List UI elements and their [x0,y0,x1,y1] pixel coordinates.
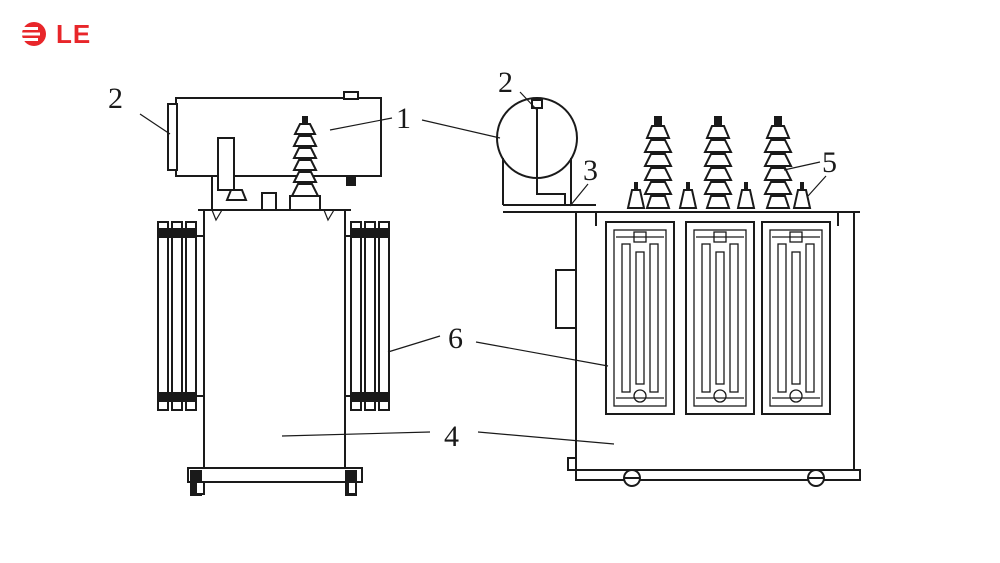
right-conservator [496,97,596,213]
callout-2-right: 2 [498,66,513,99]
right-hv-bushing-2 [703,116,733,209]
left-main-tank [198,209,351,471]
callout-1: 1 [396,102,411,135]
brand-logo: LE [20,20,91,48]
leader-lines [139,91,827,445]
right-radiator-2 [685,221,755,415]
callout-6: 6 [448,322,463,355]
left-radiator-bank-left [157,221,204,411]
left-radiator-bank-right [345,221,390,411]
left-conservator [167,91,382,210]
right-lv-bushings [626,182,812,209]
left-transformer [157,91,390,496]
right-base [575,469,861,487]
right-radiator-1 [605,221,675,415]
left-bushing [289,116,321,211]
right-hv-bushing-1 [643,116,673,209]
callout-2-left: 2 [108,82,123,115]
callout-5: 5 [822,146,837,179]
callout-3: 3 [583,154,598,187]
right-transformer [496,97,861,487]
ole-logo-mark-icon [21,22,46,46]
left-base [187,467,363,496]
right-hv-bushing-3 [763,116,793,209]
callout-4: 4 [444,420,459,453]
brand-logo-text: LE [56,19,92,49]
right-radiator-3 [761,221,831,415]
